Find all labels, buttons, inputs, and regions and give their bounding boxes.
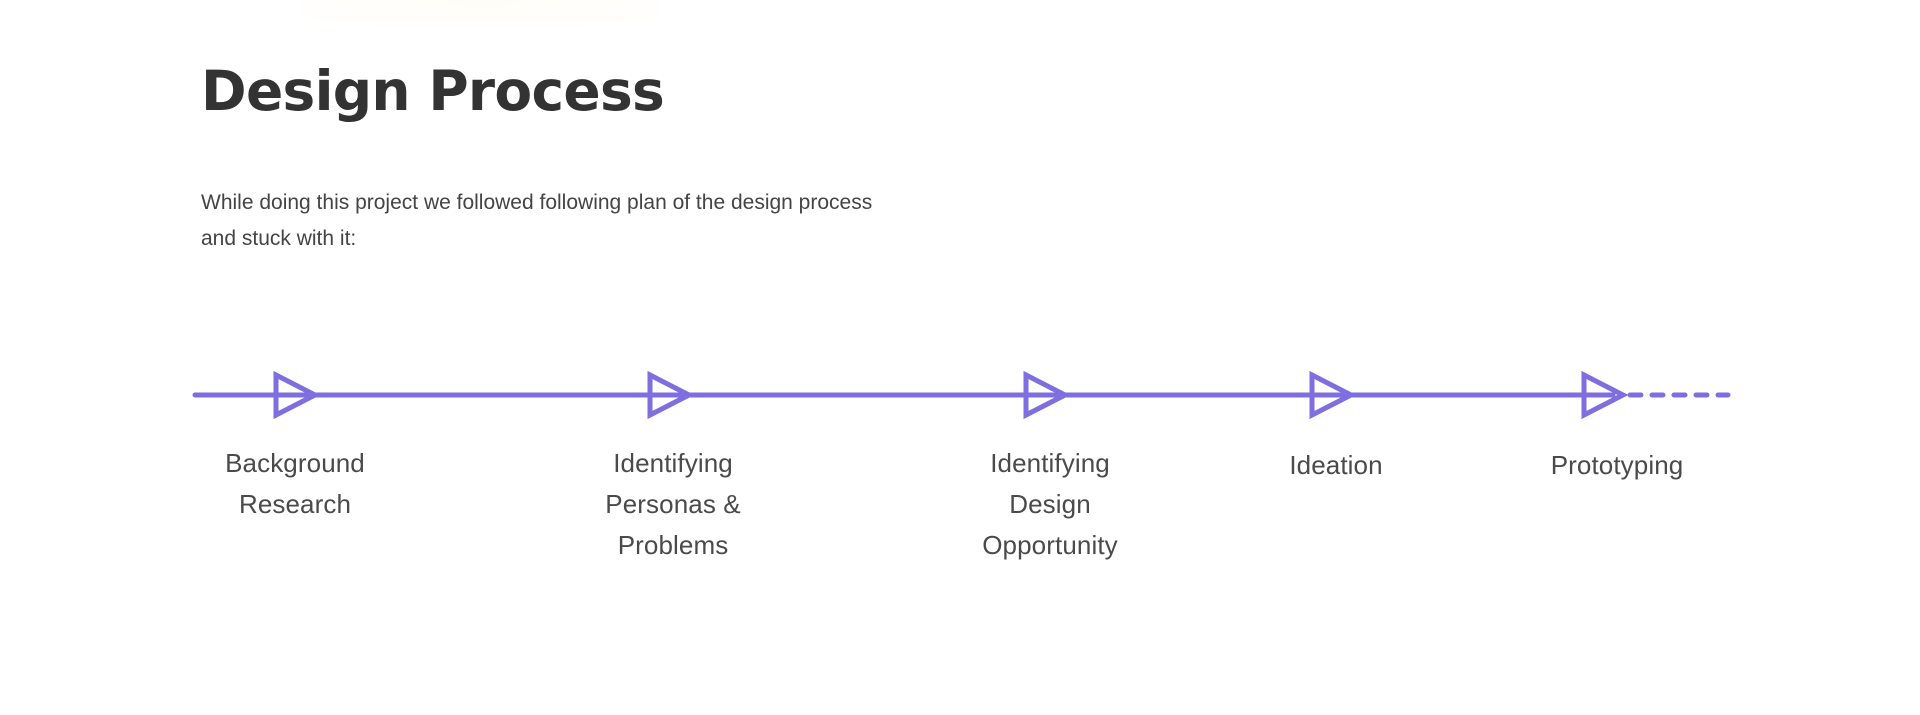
timeline-arrowhead-2	[647, 370, 695, 420]
page-title: Design Process	[201, 59, 665, 123]
page-subtitle: While doing this project we followed fol…	[201, 191, 873, 250]
timeline-arrowhead-1	[273, 370, 321, 420]
stage-label-identifying-personas-problems: Identifying Personas & Problems	[605, 448, 741, 560]
heading-block: Design Process	[201, 59, 1101, 123]
stage-label-identifying-design-opportunity: Identifying Design Opportunity	[982, 448, 1118, 560]
timeline-arrowhead-5	[1581, 370, 1629, 420]
timeline-svg	[192, 370, 1731, 420]
stage-label-background-research: Background Research	[225, 448, 365, 519]
timeline-stage-labels: Background Research Identifying Personas…	[0, 443, 1920, 573]
timeline-arrowhead-4	[1309, 370, 1357, 420]
timeline-arrowhead-3	[1023, 370, 1071, 420]
design-process-timeline	[190, 370, 1731, 420]
stage-label-prototyping: Prototyping	[1550, 450, 1684, 480]
stage-label-ideation: Ideation	[1289, 450, 1383, 480]
